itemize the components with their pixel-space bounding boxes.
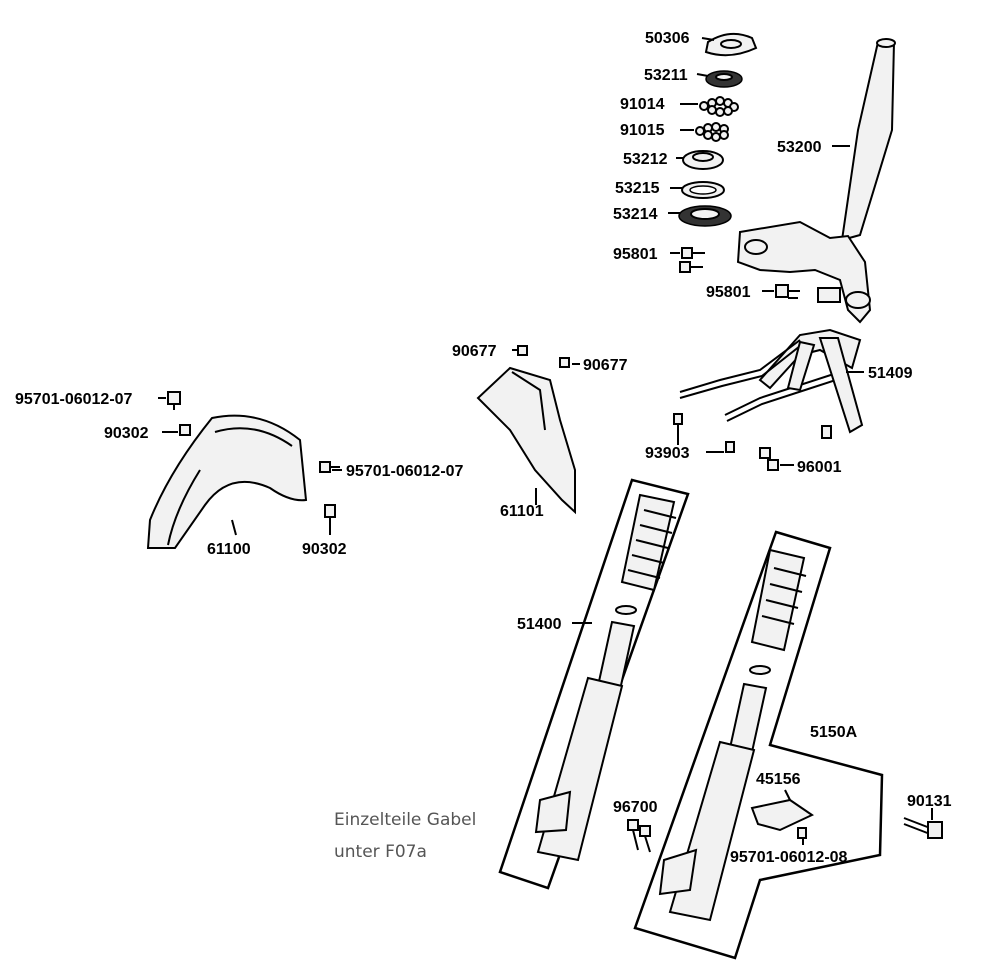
bolt-95701-b: [319, 461, 340, 473]
note-line-2: unter F07a: [334, 842, 427, 862]
label-45156: 45156: [756, 771, 801, 788]
label-91014: 91014: [620, 96, 665, 113]
bolts-96700: [627, 819, 651, 853]
label-95701-06012-07-mid: 95701-06012-07: [346, 463, 464, 480]
note-line-1: Einzelteile Gabel: [334, 810, 476, 830]
nut-90677-a: [517, 345, 528, 356]
ball-race-91014: [699, 96, 739, 117]
label-90302-right: 90302: [302, 541, 347, 558]
leader-lines: [158, 37, 933, 845]
label-95701-06012-07-top: 95701-06012-07: [15, 391, 133, 408]
nut-53211: [705, 70, 743, 88]
label-90302-left: 90302: [104, 425, 149, 442]
bolt-93903: [673, 413, 735, 453]
bolt-90131: [903, 817, 943, 839]
lock-nut-50306: [704, 32, 758, 57]
label-53200: 53200: [777, 139, 822, 156]
label-90131: 90131: [907, 793, 952, 810]
bolt-90302-a: [179, 424, 191, 436]
label-90677-right: 90677: [583, 357, 628, 374]
label-51409: 51409: [868, 365, 913, 382]
fork-leg-51400: [498, 478, 690, 890]
steering-stem-53200: [736, 38, 896, 324]
label-95801-upper: 95801: [613, 246, 658, 263]
cup-53214: [678, 205, 732, 227]
label-50306: 50306: [645, 30, 690, 47]
label-5150A: 5150A: [810, 724, 858, 741]
cone-53212: [682, 150, 724, 170]
part-labels: 50306 53211 91014 91015 53212 53215 5321…: [15, 30, 952, 866]
washer-53215: [681, 181, 725, 199]
label-53215: 53215: [615, 180, 660, 197]
label-95801-lower: 95801: [706, 284, 751, 301]
front-fender-61100: [146, 414, 308, 549]
label-53211: 53211: [644, 67, 688, 84]
label-93903: 93903: [645, 445, 690, 462]
inner-fender-61101: [476, 366, 576, 515]
label-91015: 91015: [620, 122, 665, 139]
label-95701-06012-08: 95701-06012-08: [730, 849, 848, 866]
fork-leg-5150A: [633, 530, 884, 960]
bolt-90302-b: [324, 504, 336, 518]
label-53212: 53212: [623, 151, 668, 168]
label-90677-left: 90677: [452, 343, 497, 360]
bolt-95801-lower: [775, 284, 800, 299]
nut-90677-b: [559, 357, 570, 368]
nuts-96001: [759, 425, 832, 471]
bolt-95701-a: [167, 391, 181, 410]
ball-race-91015: [695, 122, 729, 142]
fork-bracket-51409: [679, 328, 864, 434]
label-61100: 61100: [207, 541, 251, 558]
label-53214: 53214: [613, 206, 658, 223]
bolts-95801-upper: [679, 247, 705, 273]
label-96001: 96001: [797, 459, 842, 476]
bracket-45156: [750, 798, 815, 839]
bearing-stack: [678, 32, 758, 227]
label-96700: 96700: [613, 799, 658, 816]
label-51400: 51400: [517, 616, 562, 633]
label-61101: 61101: [500, 503, 544, 520]
note: Einzelteile Gabel unter F07a: [334, 810, 476, 862]
